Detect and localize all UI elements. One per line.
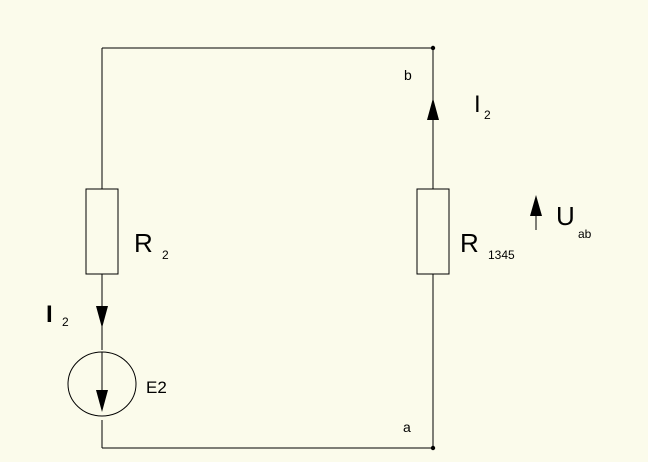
current-right-label: I <box>474 91 481 118</box>
voltage-label: U <box>556 201 575 231</box>
current-arrow-right <box>427 98 439 120</box>
current-right-subscript: 2 <box>484 108 491 122</box>
resistor-r2 <box>85 188 119 275</box>
voltage-source-label: E2 <box>146 378 167 397</box>
voltage-source-e2 <box>67 351 137 417</box>
resistor-r1345 <box>416 188 450 275</box>
resistor-r2-label: R <box>134 228 153 258</box>
resistor-r1345-label: R <box>460 228 479 258</box>
node-a-label: a <box>403 419 411 435</box>
node-a-dot <box>430 445 436 451</box>
node-b-label: b <box>404 67 412 83</box>
node-b-dot <box>430 45 436 51</box>
current-left-subscript: 2 <box>62 315 69 329</box>
current-arrow-left <box>96 306 108 328</box>
voltage-subscript: ab <box>578 227 592 241</box>
current-left-label: I <box>46 301 53 328</box>
current-arrowhead-right <box>427 98 439 120</box>
resistor-r2-subscript: 2 <box>162 248 169 262</box>
current-arrowhead-left <box>96 306 108 328</box>
resistor-r1345-subscript: 1345 <box>488 248 515 262</box>
voltage-arrow-uab <box>530 195 542 230</box>
voltage-arrowhead <box>530 195 542 216</box>
voltage-source-arrowhead <box>96 390 108 412</box>
